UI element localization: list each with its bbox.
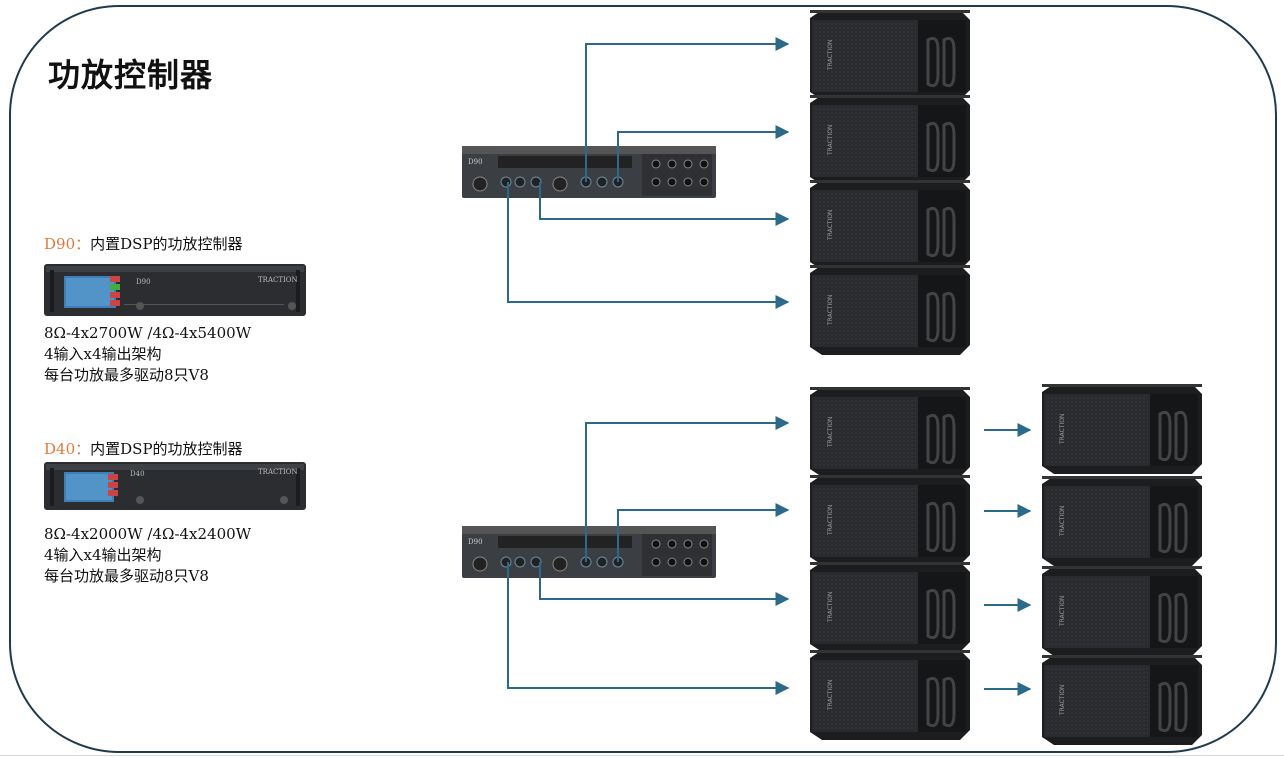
speaker-brand-label: TRACTION — [827, 417, 834, 448]
speaker-cabinet — [1040, 653, 1204, 747]
connection-line — [507, 182, 790, 309]
page-title: 功放控制器 — [48, 56, 214, 94]
speaker-brand-label: TRACTION — [827, 125, 834, 156]
speaker-cabinet — [808, 560, 972, 654]
speaker-brand-label: TRACTION — [827, 295, 834, 326]
speaker-cabinet — [808, 178, 972, 272]
speaker-cabinet — [808, 8, 972, 102]
speaker-cabinet — [1040, 474, 1204, 568]
spec-line: 每台功放最多驱动8只V8 — [44, 567, 209, 585]
speaker-cabinet — [808, 93, 972, 187]
spec-line: 8Ω-4x2700W /4Ω-4x5400W — [44, 324, 252, 342]
front-brand-label: TRACTION — [258, 468, 298, 476]
front-model-label: D40 — [130, 470, 145, 478]
model-name: D90 — [44, 235, 76, 253]
spec-line: 4输入x4输出架构 — [44, 345, 162, 363]
speaker-brand-label: TRACTION — [1059, 414, 1066, 445]
speaker-cabinet — [808, 648, 972, 742]
speaker-cabinet — [808, 385, 972, 479]
speaker-brand-label: TRACTION — [827, 40, 834, 71]
connection-line — [585, 416, 790, 562]
rear-model-label: D90 — [468, 158, 483, 166]
speaker-cabinet — [808, 263, 972, 357]
speaker-brand-label: TRACTION — [827, 210, 834, 241]
speaker-brand-label: TRACTION — [1059, 506, 1066, 537]
model-heading-d90: D90：内置DSP的功放控制器 — [44, 235, 243, 253]
spec-line: 每台功放最多驱动8只V8 — [44, 366, 209, 384]
d90-specs: 8Ω-4x2700W /4Ω-4x5400W 4输入x4输出架构 每台功放最多驱… — [44, 323, 251, 386]
amp-rear-panel-top: D90 — [461, 145, 717, 199]
spec-line: 8Ω-4x2000W /4Ω-4x2400W — [44, 525, 252, 543]
d40-specs: 8Ω-4x2000W /4Ω-4x2400W 4输入x4输出架构 每台功放最多驱… — [44, 524, 251, 587]
connection-line — [539, 562, 790, 606]
speaker-cabinet — [1040, 564, 1204, 658]
front-model-label: D90 — [136, 278, 151, 286]
rear-model-label: D90 — [468, 538, 483, 546]
bottom-divider — [0, 755, 1284, 756]
connection-line — [539, 182, 790, 226]
model-description: 内置DSP的功放控制器 — [90, 235, 243, 253]
speaker-brand-label: TRACTION — [1059, 685, 1066, 716]
speaker-brand-label: TRACTION — [827, 505, 834, 536]
connection-line — [617, 503, 790, 562]
model-name: D40 — [44, 440, 76, 458]
spec-line: 4输入x4输出架构 — [44, 546, 162, 564]
amp-rear-panel-bottom: D90 — [461, 525, 717, 579]
speaker-brand-label: TRACTION — [827, 680, 834, 711]
speaker-cabinet — [1040, 382, 1204, 476]
connection-line — [507, 562, 790, 695]
speaker-cabinet — [808, 473, 972, 567]
model-description: 内置DSP的功放控制器 — [90, 440, 243, 458]
connection-line — [585, 37, 790, 182]
front-brand-label: TRACTION — [258, 276, 298, 284]
diagram-frame — [9, 5, 1277, 753]
speaker-brand-label: TRACTION — [827, 592, 834, 623]
connection-line — [617, 125, 790, 182]
d90-front-panel-image: D90 TRACTION — [44, 264, 306, 316]
d40-front-panel-image: D40 TRACTION — [44, 462, 306, 510]
model-heading-d40: D40：内置DSP的功放控制器 — [44, 440, 243, 458]
speaker-brand-label: TRACTION — [1059, 596, 1066, 627]
